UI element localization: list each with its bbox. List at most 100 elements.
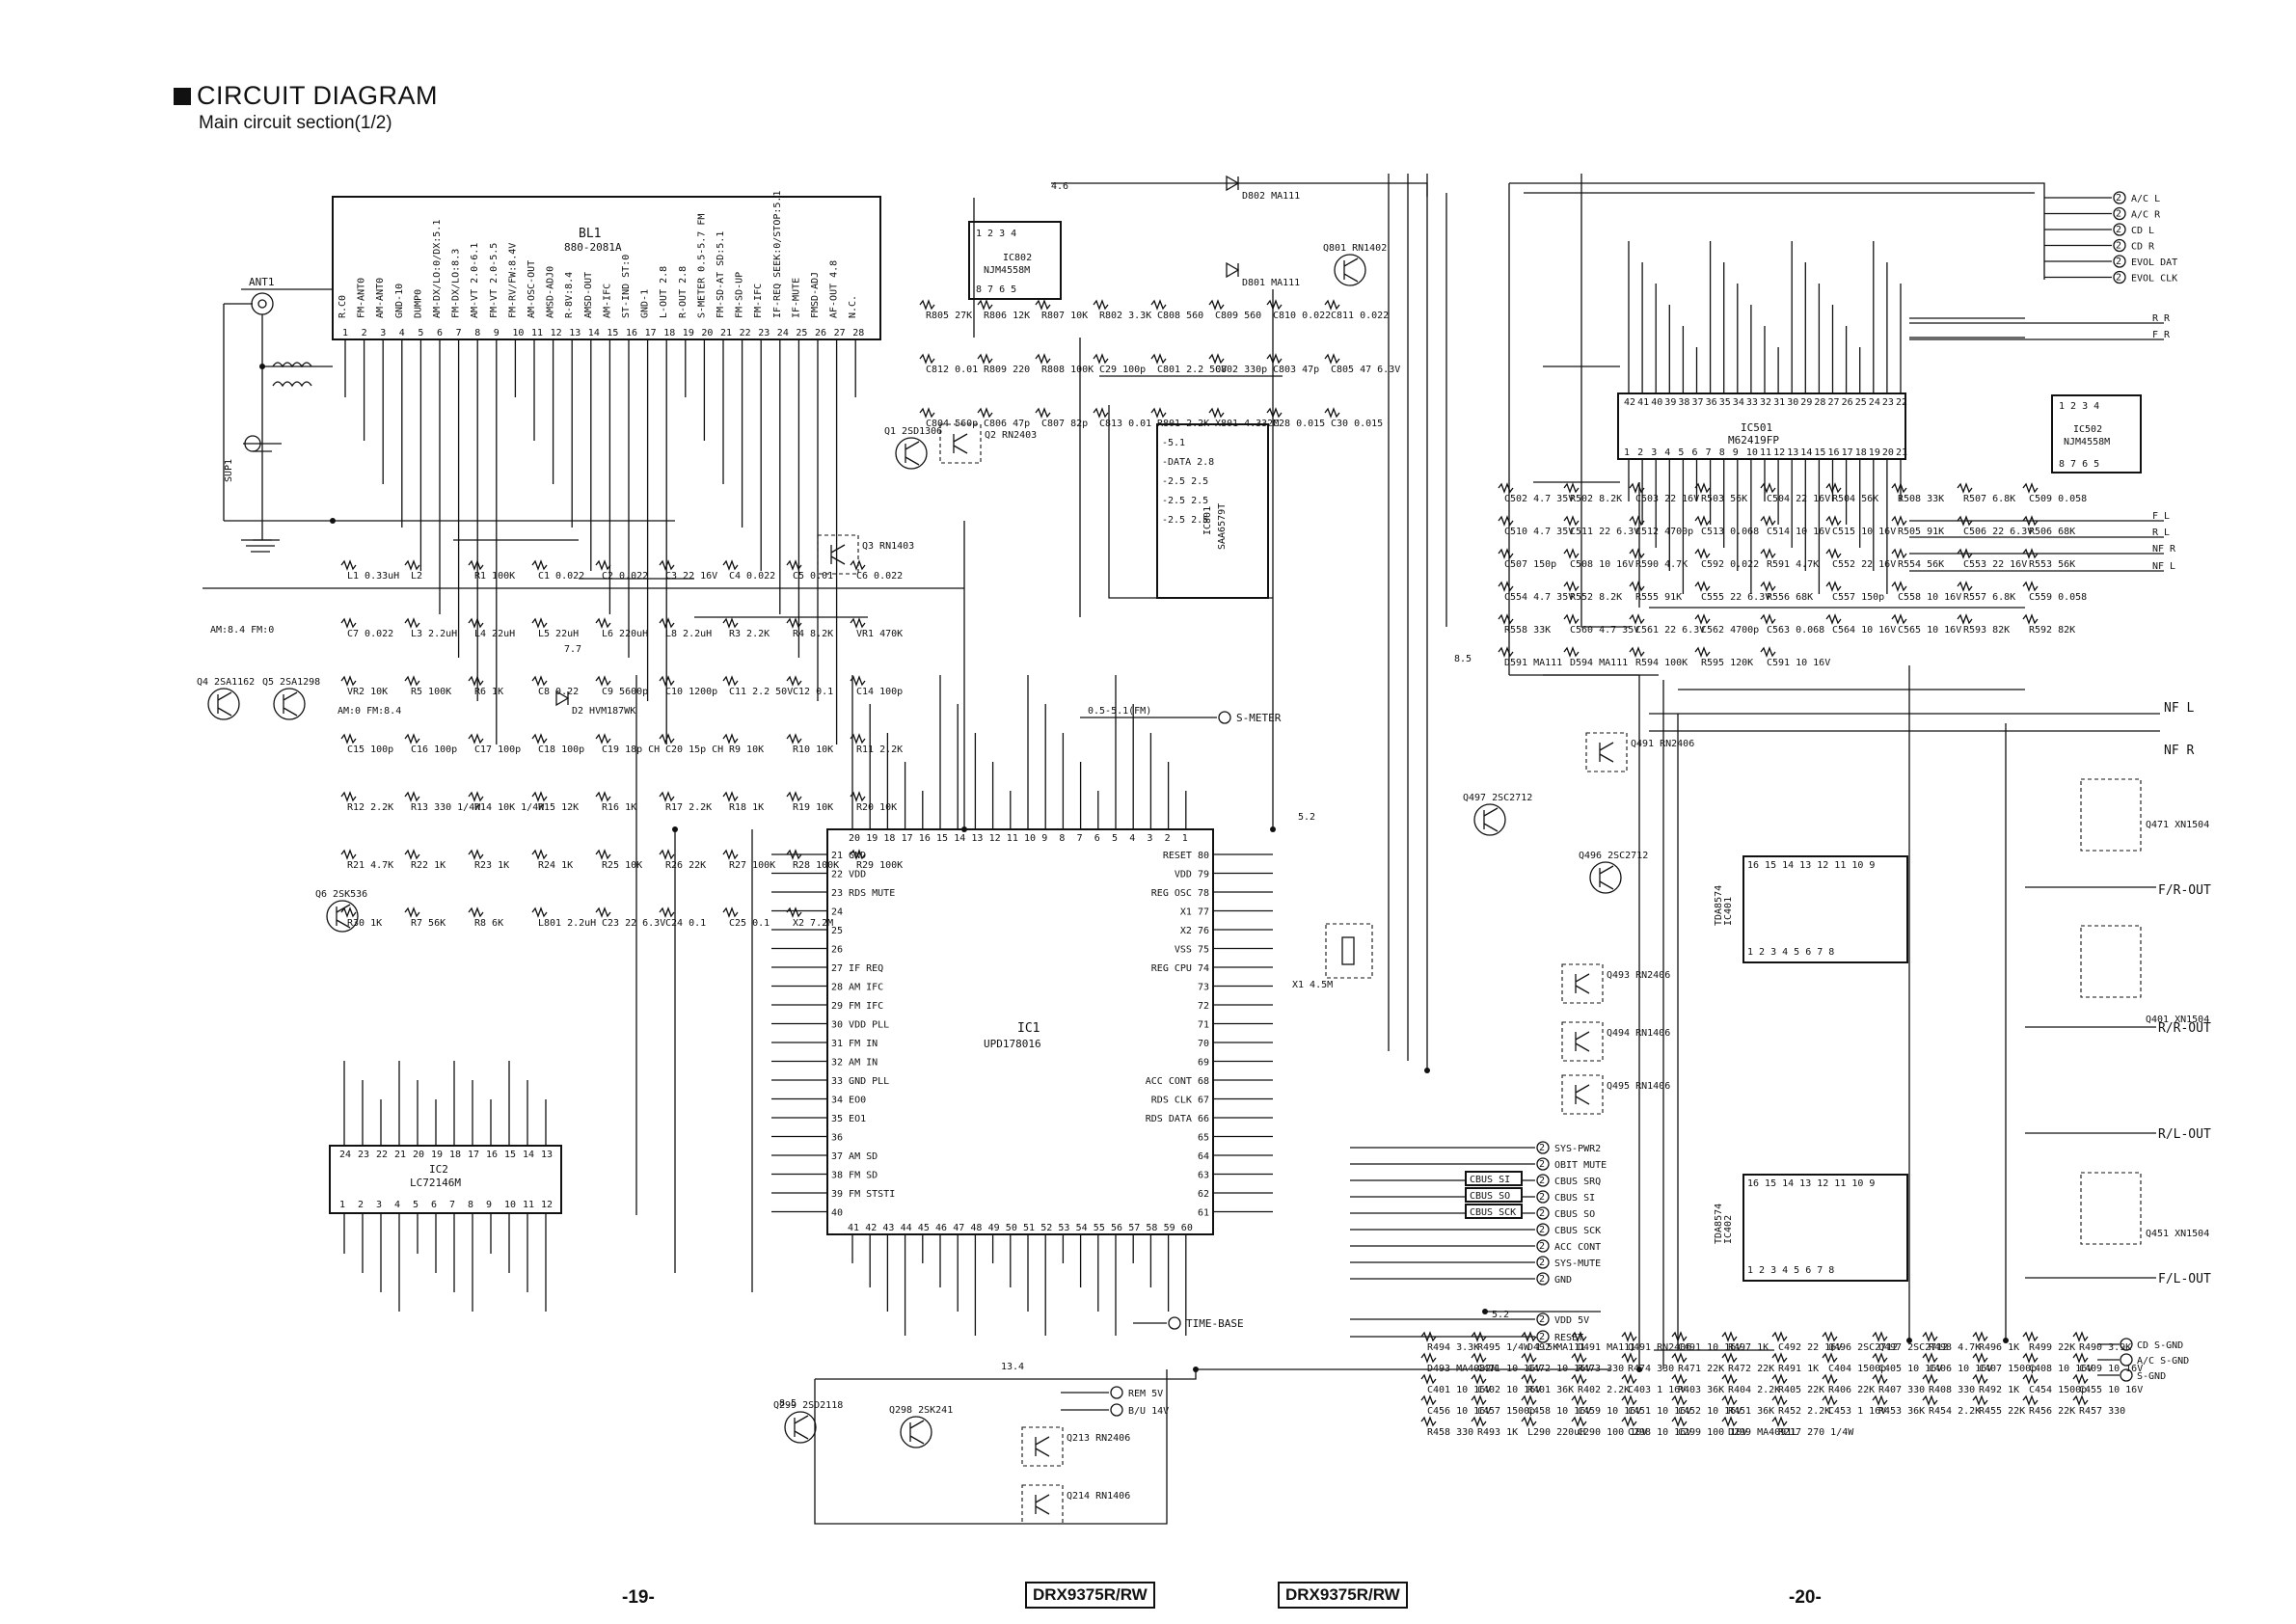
transistor-icon <box>1334 254 1366 286</box>
bl1-pin-label: ST-IND ST:0 <box>621 255 632 318</box>
svg-text:2: 2 <box>1539 1241 1545 1252</box>
ic2-top-pin: 15 <box>504 1150 516 1160</box>
component-value-label: R5 100K <box>411 687 451 697</box>
component-value-label: R558 33K <box>1504 625 1551 636</box>
resistor-icon <box>1420 1331 1437 1342</box>
component-value-label: R404 2.2K <box>1728 1385 1780 1395</box>
ic1-bottom-pin: 58 <box>1146 1223 1157 1233</box>
component-value-label: R29 100K <box>856 860 903 871</box>
component-value-label: VR1 470K <box>856 629 903 639</box>
junction-dot <box>2003 1338 2009 1343</box>
output-transistors: Q471 XN1504 Q401 XN1504 Q451 XN1504 <box>2080 778 2209 1245</box>
resistor-icon <box>1721 1394 1738 1406</box>
transistor-icon <box>895 437 928 470</box>
ic2-bottom-pin: 7 <box>449 1200 455 1210</box>
bl1-pin-label: AM-IFC <box>602 284 612 318</box>
resistor-icon <box>2022 613 2039 625</box>
ic1-right-pin: X2 76 <box>1180 926 1209 936</box>
component-value-label: C403 1 16V <box>1628 1385 1686 1395</box>
am-fm-bias-label-2: AM:0 FM:8.4 <box>338 706 401 717</box>
ic802-block: IC802 NJM4558M 1 2 3 4 8 7 6 5 IC801 SAA… <box>968 221 1269 599</box>
ic2-top-pin: 19 <box>431 1150 443 1160</box>
junction-dot <box>330 518 336 524</box>
component-value-label: R18 1K <box>729 802 764 813</box>
bl1-pin-number: 21 <box>720 328 732 338</box>
transistor-label: Q214 RN1406 <box>1067 1491 1130 1502</box>
ic2-top-pin: 14 <box>523 1150 534 1160</box>
component-value-label: R493 1K <box>1477 1427 1518 1438</box>
resistor-icon <box>595 849 611 860</box>
ic2-top-pin: 20 <box>413 1150 424 1160</box>
component-value-label: C812 0.01 <box>926 365 978 375</box>
ic1-left-pin: 40 <box>831 1208 843 1219</box>
ic1-left-pin: 32 AM IN <box>831 1058 878 1069</box>
resistor-icon <box>722 849 739 860</box>
component-value-label: R14 10K 1/4W <box>474 802 545 813</box>
bl1-pin-number: 5 <box>418 328 423 338</box>
component-value-label: C806 47p <box>984 419 1030 429</box>
svg-text:2: 2 <box>2116 257 2121 267</box>
svg-text:2: 2 <box>1539 1208 1545 1219</box>
component-value-label: C6 0.022 <box>856 571 903 582</box>
bl1-pin-number: 9 <box>494 328 500 338</box>
svg-text:7.7: 7.7 <box>564 644 581 655</box>
svg-text:13.4: 13.4 <box>1001 1362 1024 1372</box>
net-label: NF R <box>2152 544 2176 555</box>
diode-label: D801 MA111 <box>1242 278 1300 288</box>
ic2-part: LC72146M <box>410 1177 461 1189</box>
bl1-pin-label: FM-RV/FW:8.4V <box>507 243 518 318</box>
ic1-right-pin: 63 <box>1198 1171 1209 1181</box>
resistor-icon <box>2022 1331 2039 1342</box>
ic1-right-pin: RDS DATA 66 <box>1146 1114 1209 1124</box>
component-value-label: C407 1500p <box>1979 1364 2037 1374</box>
resistor-icon <box>1420 1373 1437 1385</box>
transistor-label: Q4 2SA1162 <box>197 677 255 688</box>
component-value-label: VR2 10K <box>347 687 388 697</box>
component-value-label: C454 1500p <box>2029 1385 2087 1395</box>
ic501-bottom-pin: 1 <box>1624 447 1630 458</box>
resistor-icon <box>1521 1416 1537 1427</box>
transistor-label: Q2 RN2403 <box>985 430 1037 441</box>
bl1-pin-label: FM-IFC <box>753 284 764 318</box>
transistor-icon <box>1589 861 1622 894</box>
ic501-bottom-pin: 11 <box>1760 447 1771 458</box>
component-value-label: C404 1500p <box>1828 1364 1886 1374</box>
net-label: F R <box>2152 330 2171 340</box>
resistor-icon <box>977 353 993 365</box>
transistor-icon <box>784 1411 817 1444</box>
ic501-top-pin: 32 <box>1760 397 1771 408</box>
resistor-icon <box>2022 482 2039 494</box>
resistor-icon <box>659 559 675 571</box>
ic1-left-pin: 36 <box>831 1133 843 1144</box>
ic1-left-pin: 24 <box>831 907 843 918</box>
resistor-icon <box>1825 581 1842 592</box>
component-value-label: D492 MA111 <box>1527 1342 1585 1353</box>
ic1-right-pin: 72 <box>1198 1001 1209 1012</box>
resistor-icon <box>1694 581 1711 592</box>
component-value-label: C515 10 16V <box>1832 527 1896 537</box>
component-value-label: R508 33K <box>1898 494 1944 504</box>
resistor-icon <box>1671 1352 1688 1364</box>
bl1-pin-label: R-8V:8.4 <box>564 272 575 318</box>
ic1-left-pin: 27 IF REQ <box>831 963 883 974</box>
component-value-label: R590 4.7K <box>1635 559 1688 570</box>
component-value-label: C560 4.7 35V <box>1570 625 1639 636</box>
bl1-tuner-block: BL1 880-2081A R.C01FM-ANT02AM-ANT03GND-1… <box>332 191 881 340</box>
component-value-label: C5 0.01 <box>793 571 833 582</box>
resistor-icon <box>1563 646 1580 658</box>
resistor-icon <box>1621 1331 1637 1342</box>
resistor-icon <box>1521 1394 1537 1406</box>
transistor-array-icon <box>1585 732 1628 772</box>
ic501-top-pin: 35 <box>1719 397 1731 408</box>
resistor-icon <box>1208 353 1225 365</box>
sup1-label: SUP1 <box>224 459 234 482</box>
ic1-right-pin: VDD 79 <box>1175 870 1209 880</box>
transistor-array-icon <box>1021 1426 1064 1467</box>
svg-text:1 2 3 4: 1 2 3 4 <box>2059 401 2099 412</box>
ic501-bottom-pin: 12 <box>1773 447 1785 458</box>
ground-terminal-icon <box>2120 1368 2133 1382</box>
ic401-block: IC401 TDA8574 16 15 14 13 12 11 10 9 1 2… <box>1714 855 1908 963</box>
